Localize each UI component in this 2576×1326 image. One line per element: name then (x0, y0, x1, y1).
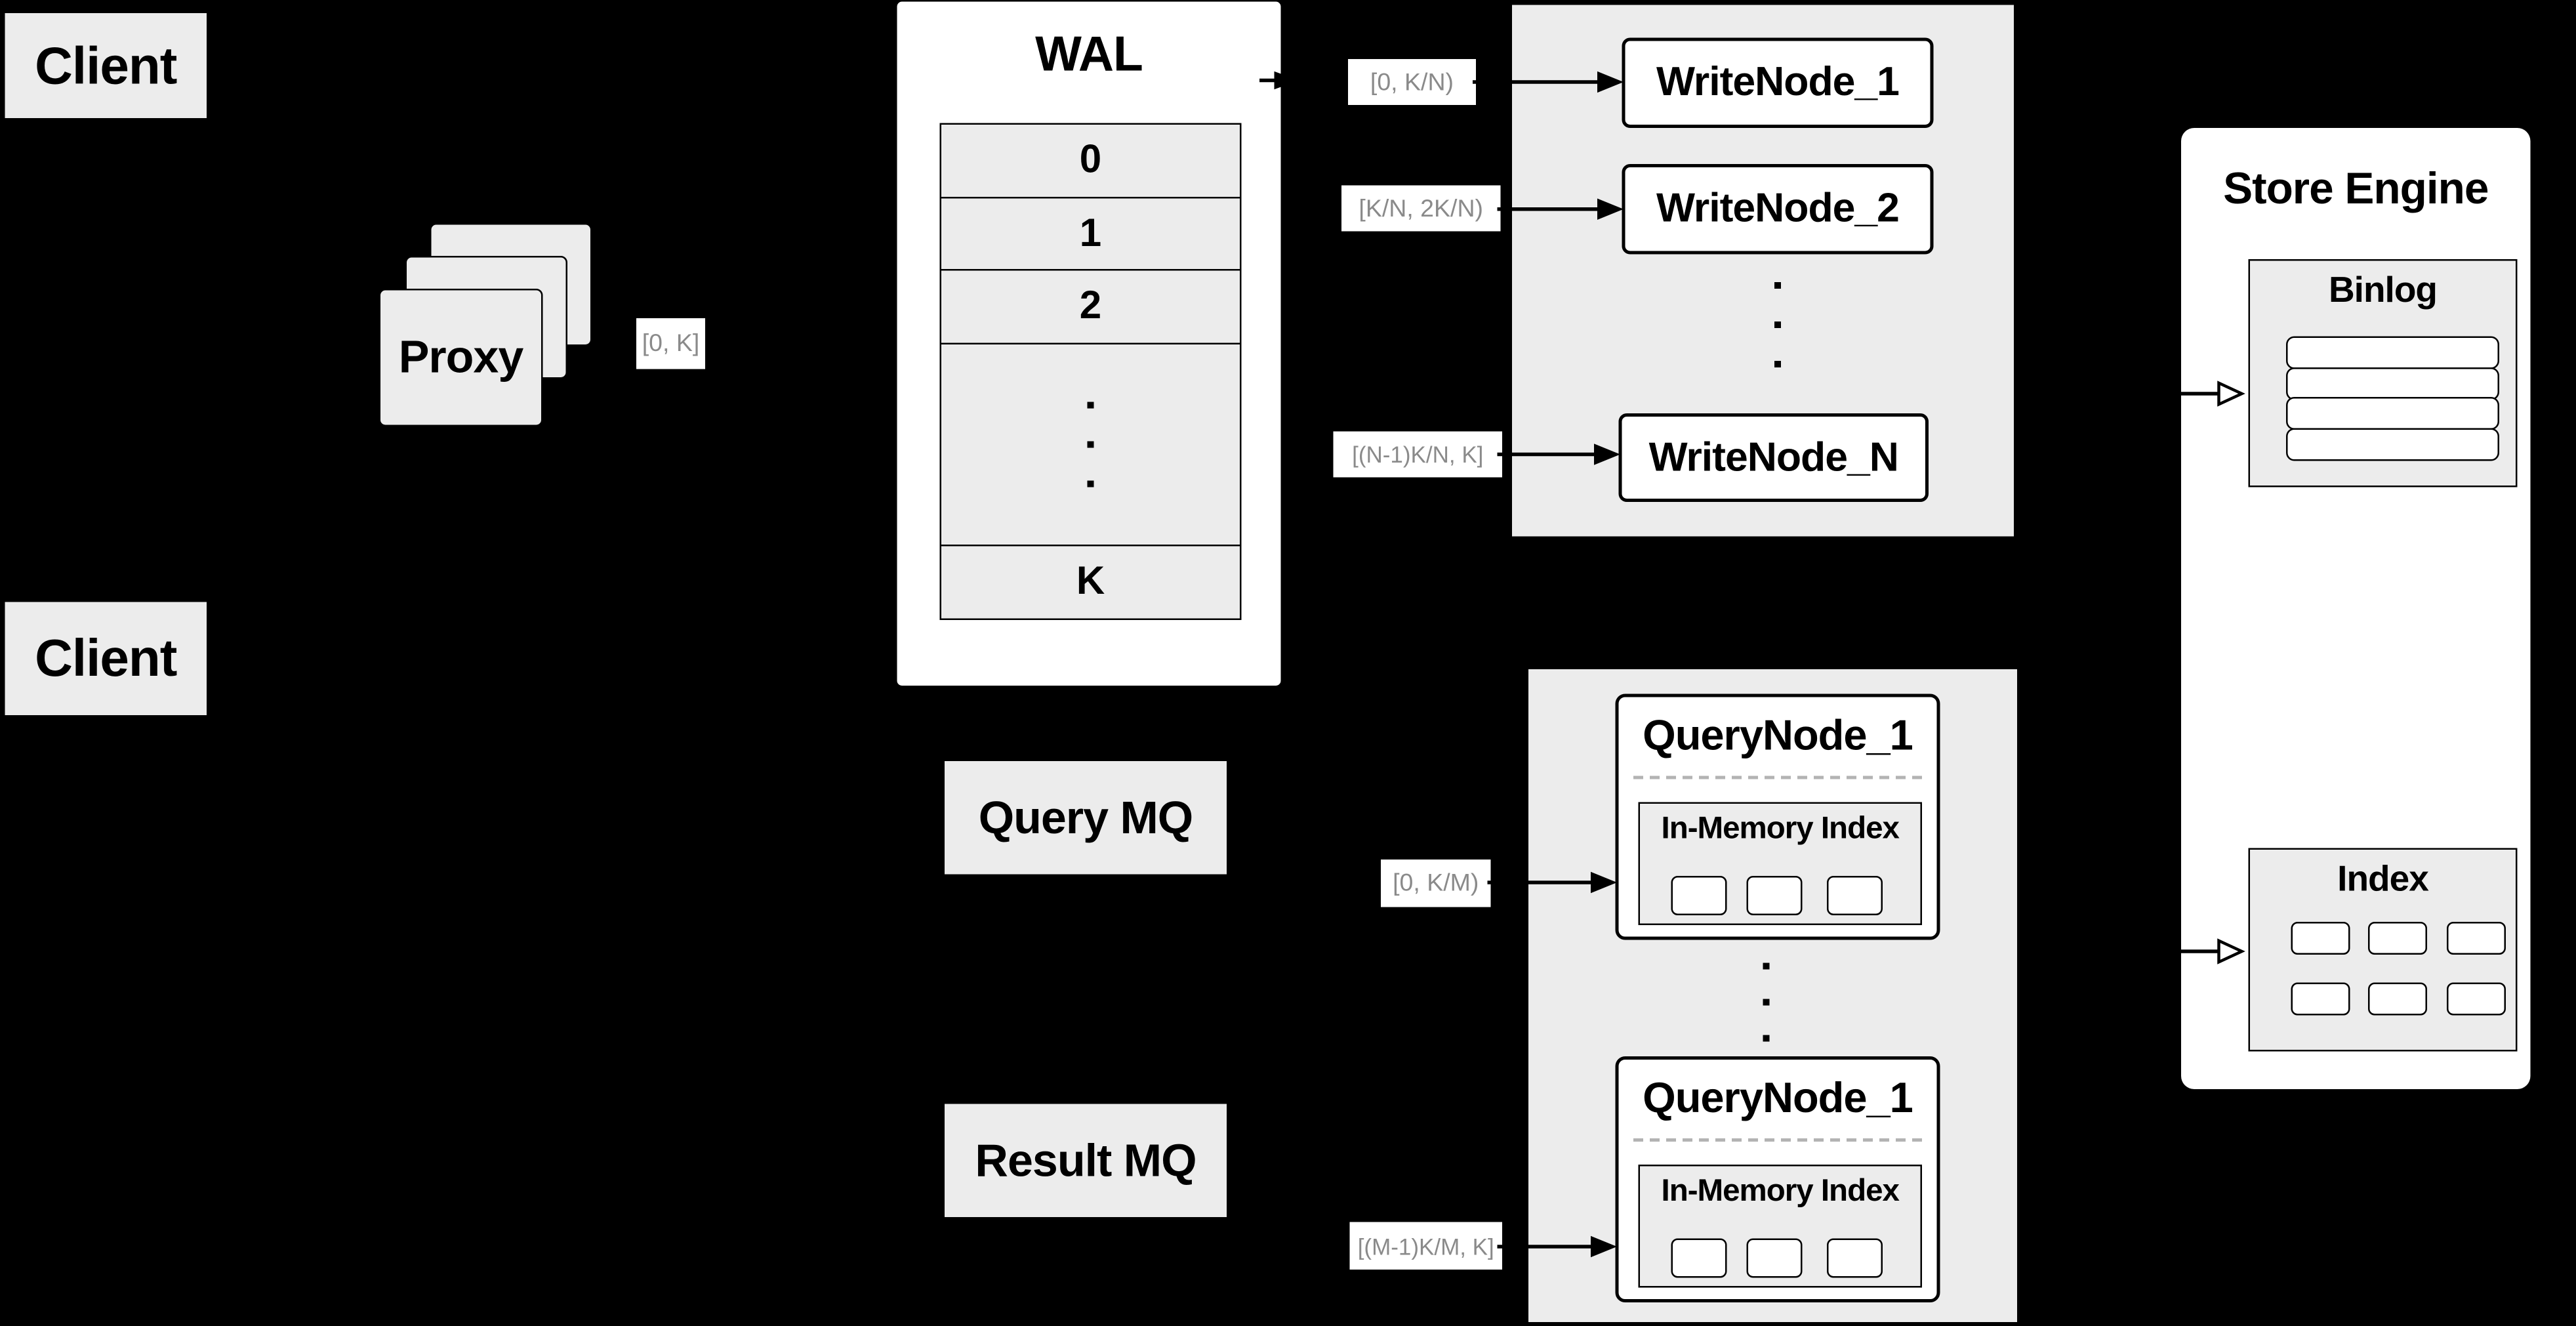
index-box: Index (2248, 848, 2518, 1052)
client-top-label: Client (35, 35, 177, 94)
store-engine-box: Store Engine Binlog Index (2181, 128, 2531, 1089)
write-node-n: WriteNode_N (1618, 413, 1929, 502)
write-node-1-label: WriteNode_1 (1656, 59, 1900, 105)
binlog-title: Binlog (2328, 269, 2438, 310)
index-cell (2291, 982, 2350, 1016)
proxy-label: Proxy (398, 331, 524, 383)
query-mq-box: Query MQ (945, 761, 1227, 875)
write-node-n-label: WriteNode_N (1648, 434, 1899, 480)
query-node-2: QueryNode_1 In-Memory Index (1615, 1056, 1940, 1302)
index-title: Index (2337, 858, 2429, 900)
range-label-proxy-wal: [0, K] (636, 318, 705, 369)
ellipsis-dots (1763, 963, 1770, 1042)
binlog-row (2286, 336, 2499, 369)
wal-title: WAL (1035, 28, 1143, 83)
range-label-querynode-1: [0, K/M) (1381, 860, 1491, 907)
proxy-box-front: Proxy (378, 289, 543, 426)
index-segment-cell (1746, 1238, 1803, 1278)
divider-dashed (1633, 1138, 1922, 1142)
store-engine-title: Store Engine (2223, 164, 2489, 213)
query-mq-label: Query MQ (978, 791, 1194, 842)
binlog-box: Binlog (2248, 259, 2518, 487)
ellipsis-dots (1087, 402, 1094, 487)
result-mq-label: Result MQ (975, 1134, 1196, 1186)
query-node-2-title: QueryNode_1 (1643, 1073, 1913, 1122)
range-label-writenode-2: [K/N, 2K/N) (1341, 185, 1501, 232)
client-bottom-label: Client (35, 628, 177, 688)
range-label-querynode-2: [(M-1)K/M, K] (1349, 1222, 1502, 1270)
in-memory-index-1-title: In-Memory Index (1661, 812, 1900, 847)
index-cell (2447, 982, 2506, 1016)
wal-segment-k: K (939, 545, 1242, 620)
ellipsis-dots (1774, 282, 1781, 367)
index-cell (2368, 922, 2427, 955)
client-box-bottom: Client (5, 602, 207, 715)
query-node-1-title: QueryNode_1 (1643, 710, 1913, 760)
index-segment-cell (1671, 1238, 1727, 1278)
in-memory-index-2: In-Memory Index (1638, 1165, 1922, 1288)
wal-segment-0: 0 (939, 123, 1242, 199)
index-cell (2291, 922, 2350, 955)
index-segment-cell (1671, 876, 1727, 915)
index-segment-cell (1827, 1238, 1883, 1278)
wal-segment-ellipsis (939, 342, 1242, 547)
divider-dashed (1633, 776, 1922, 779)
index-cell (2447, 922, 2506, 955)
query-node-1: QueryNode_1 In-Memory Index (1615, 694, 1940, 940)
range-label-writenode-n: [(N-1)K/N, K] (1333, 431, 1502, 478)
in-memory-index-1: In-Memory Index (1638, 802, 1922, 925)
binlog-row (2286, 366, 2499, 400)
write-node-2: WriteNode_2 (1622, 164, 1934, 255)
wal-segment-2: 2 (939, 269, 1242, 344)
range-label-writenode-1: [0, K/N) (1348, 59, 1476, 105)
index-segment-cell (1827, 876, 1883, 915)
write-node-2-label: WriteNode_2 (1656, 185, 1900, 232)
binlog-row (2286, 397, 2499, 430)
write-node-1: WriteNode_1 (1622, 37, 1934, 128)
index-segment-cell (1746, 876, 1803, 915)
index-cell (2368, 982, 2427, 1016)
client-box-top: Client (5, 13, 207, 118)
wal-box: WAL 0 1 2 K (897, 1, 1281, 686)
in-memory-index-2-title: In-Memory Index (1661, 1174, 1900, 1209)
result-mq-box: Result MQ (945, 1104, 1227, 1217)
binlog-row (2286, 427, 2499, 461)
wal-segment-1: 1 (939, 196, 1242, 272)
